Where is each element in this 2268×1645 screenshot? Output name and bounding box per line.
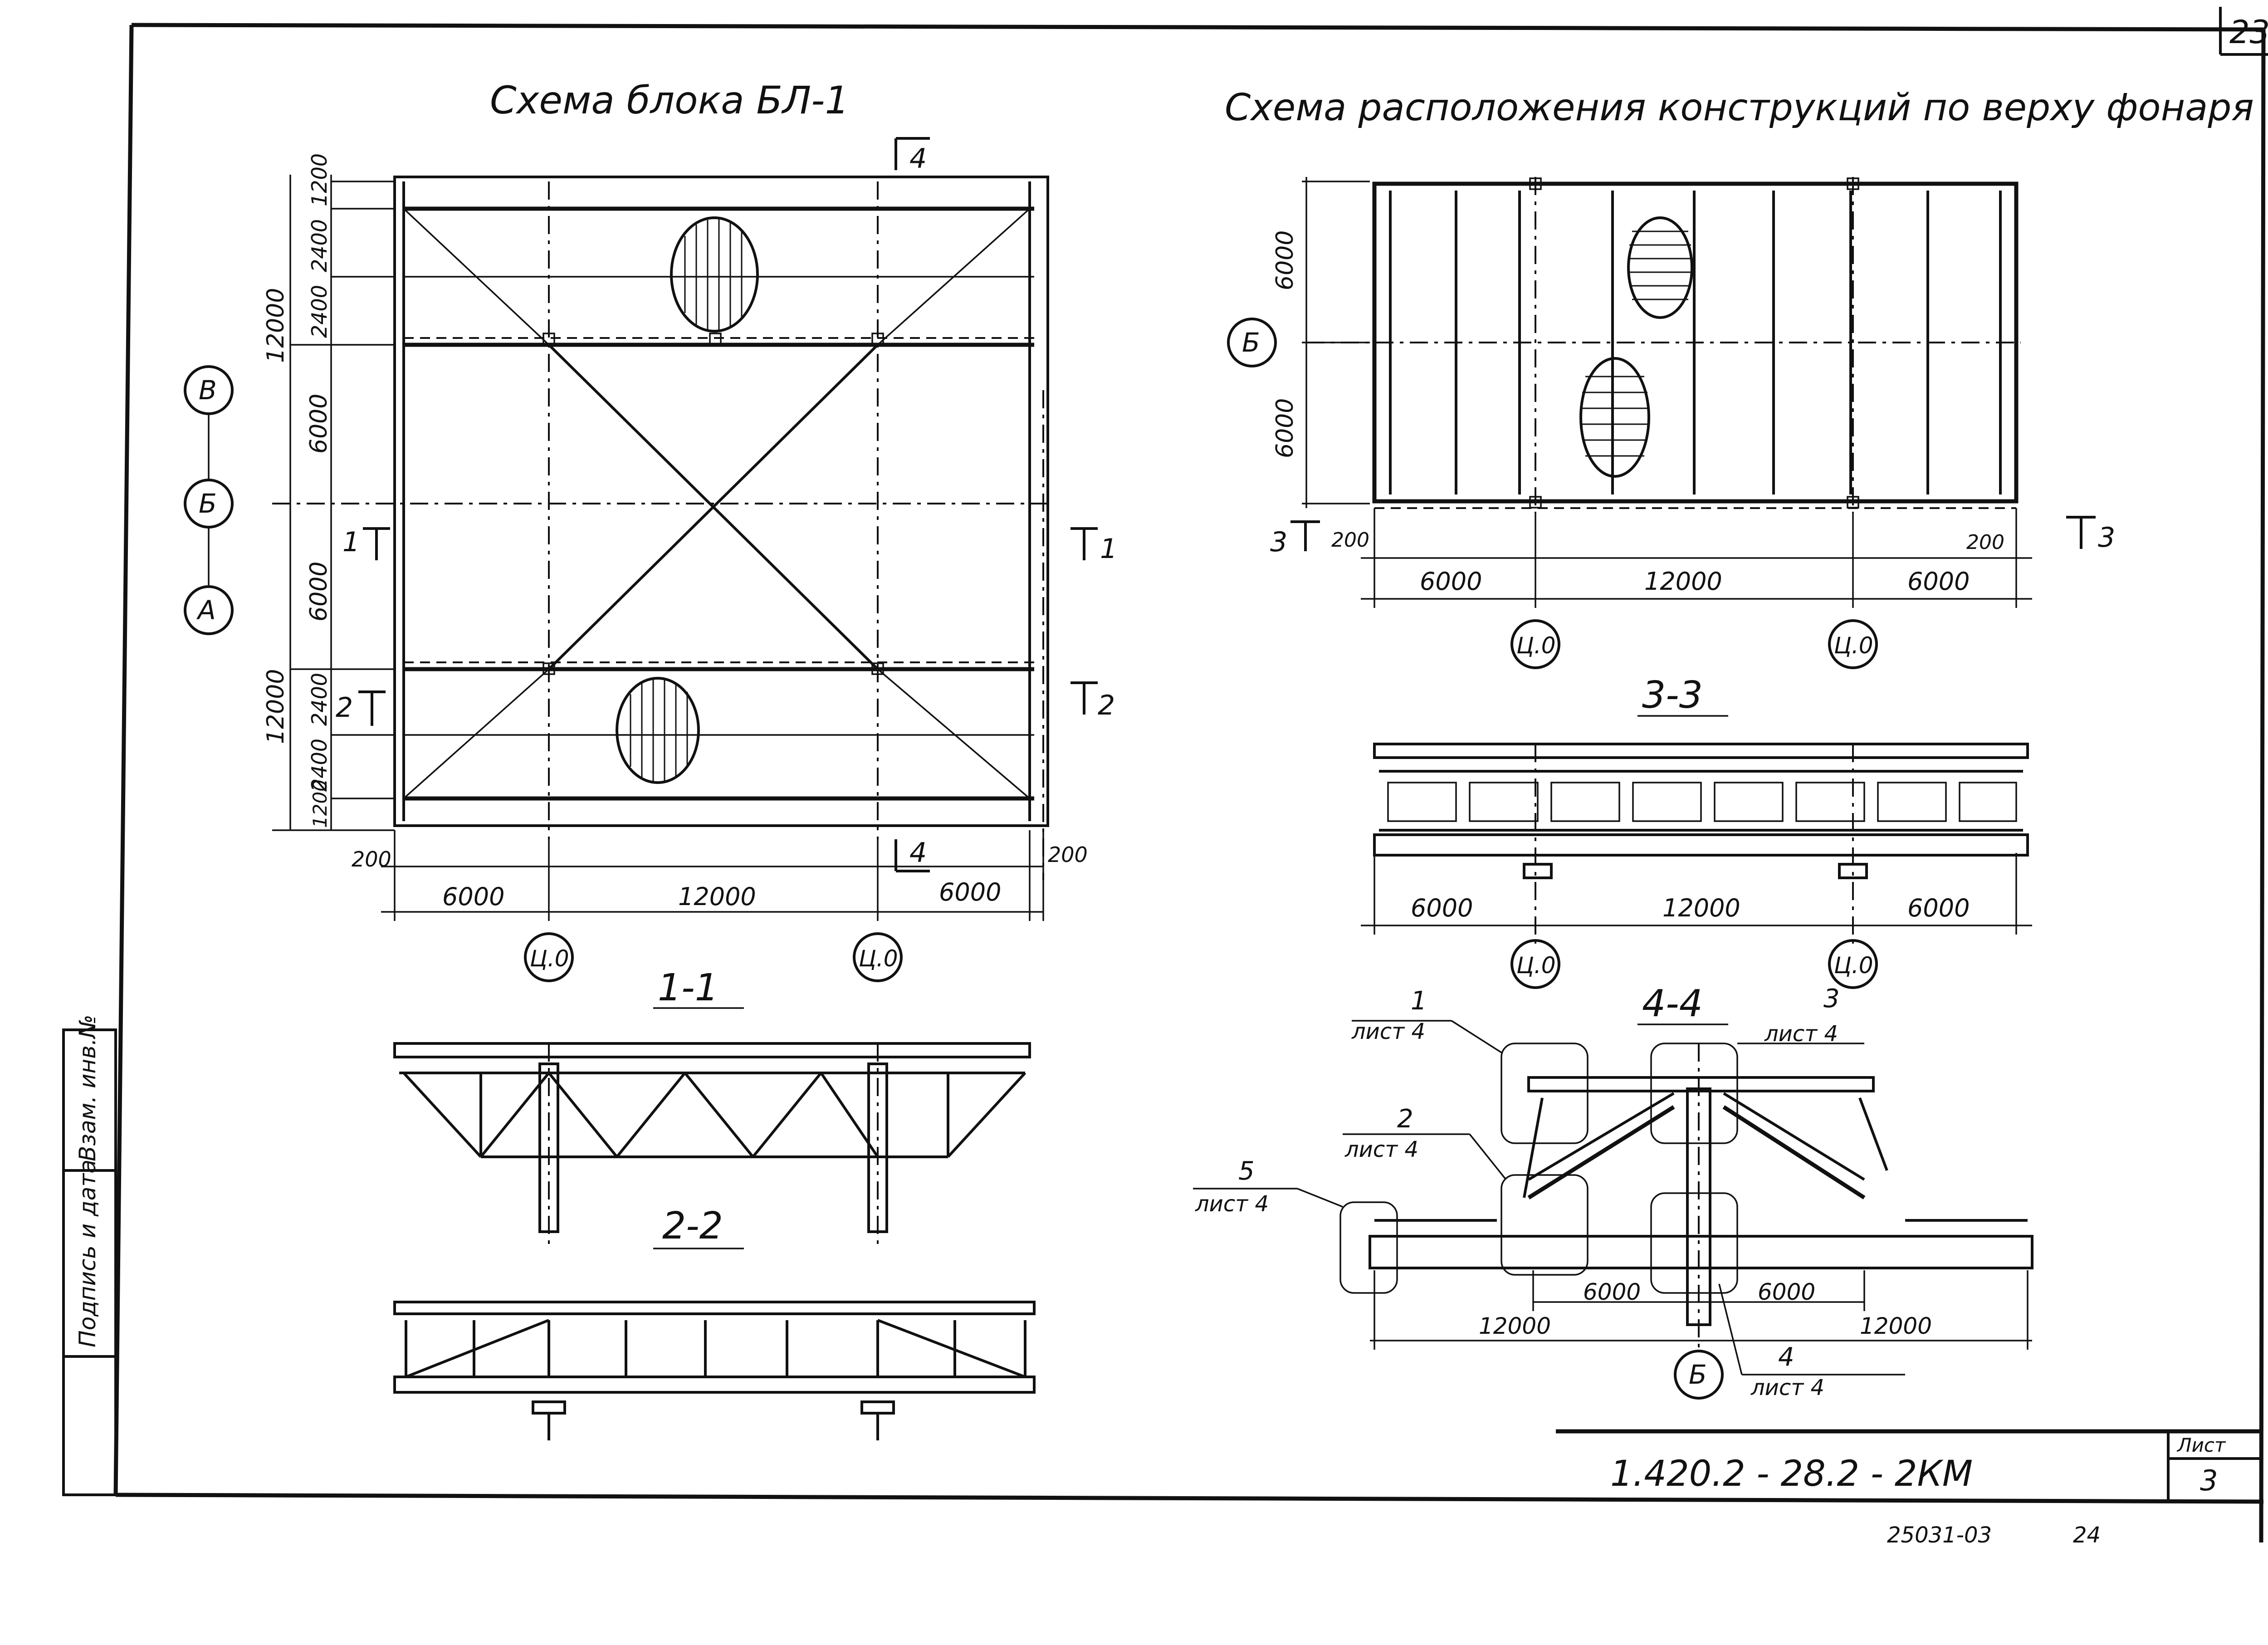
block-scheme-title: Схема блока БЛ-1: [490, 78, 849, 122]
block-axis-b: Б: [199, 488, 217, 519]
block-dim-2400-a: 2400: [307, 219, 332, 272]
block-dim-1200-bottom: 1200: [309, 779, 331, 828]
s44-callout-5-sheet: лист 4: [1195, 1191, 1269, 1217]
roof-column-right: Ц.0: [1834, 632, 1873, 659]
block-axis-v: В: [199, 375, 217, 406]
section-3-3-title: 3-3: [1642, 674, 1703, 717]
block-axis-a: А: [196, 595, 216, 626]
roof-section-mark-3-left: 3: [1270, 526, 1287, 558]
s44-callout-4-num: 4: [1778, 1342, 1794, 1372]
roof-bottom-dim-12000: 12000: [1644, 567, 1722, 596]
section-mark-2-right: 2: [1098, 690, 1115, 721]
s44-callout-1-num: 1: [1411, 986, 1427, 1016]
s44-dim-12000-right: 12000: [1860, 1313, 1932, 1339]
block-bottom-dim-200-right: 200: [1048, 842, 1088, 867]
roof-bottom-dim-200-left: 200: [1331, 529, 1369, 552]
roof-bottom-dim-6000-right: 6000: [1907, 567, 1970, 596]
block-bottom-dim-200-left: 200: [352, 847, 391, 871]
roof-scheme-title: Схема расположения конструкций по верху …: [1225, 86, 2254, 129]
section-4-4: 4-4 1 лист 4 3 лист 4 2 лист 4: [1193, 982, 2033, 1400]
block-dim-2400-c: 2400: [307, 673, 332, 726]
s44-callout-4-sheet: лист 4: [1750, 1375, 1824, 1400]
section-mark-4-top: 4: [909, 143, 927, 175]
roof-axis-b: Б: [1242, 327, 1260, 358]
footer-number: 25031-03: [1887, 1523, 1992, 1548]
title-block: 1.420.2 - 28.2 - 2КМ Лист 3 25031-03 24: [1556, 1429, 2261, 1548]
roof-left-dim-6000-bottom: 6000: [1271, 398, 1299, 458]
s44-callout-2-num: 2: [1397, 1104, 1413, 1134]
list-number: 3: [2200, 1464, 2218, 1497]
section-1-1-title: 1-1: [658, 966, 719, 1009]
s44-callout-3-num: 3: [1823, 984, 1840, 1013]
block-bottom-dim-6000-right: 6000: [939, 878, 1001, 906]
roof-left-dim-6000-top: 6000: [1271, 230, 1299, 290]
s44-callout-1-sheet: лист 4: [1351, 1019, 1425, 1044]
block-dim-12000-top: 12000: [262, 288, 289, 363]
s33-dim-6000-right: 6000: [1907, 894, 1970, 922]
roof-section-mark-3-right: 3: [2098, 522, 2115, 553]
s44-dim-12000-left: 12000: [1479, 1313, 1551, 1339]
block-dim-2400-b: 2400: [307, 285, 332, 338]
sheet-code: 1.420.2 - 28.2 - 2КМ: [1610, 1454, 1973, 1494]
block-bottom-dim-12000: 12000: [678, 882, 756, 911]
section-4-4-title: 4-4: [1642, 982, 1703, 1025]
s33-dim-6000-left: 6000: [1411, 894, 1473, 922]
list-label: Лист: [2176, 1434, 2226, 1456]
block-dim-1200-top: 1200: [307, 153, 332, 206]
sheet-frame: 23 Взам. инв.№ Подпись и дата: [62, 7, 2268, 1543]
section-2-2-title: 2-2: [662, 1204, 723, 1248]
block-scheme: Схема блока БЛ-1: [184, 78, 1117, 982]
sheet-corner-number: 23: [2229, 14, 2268, 51]
s33-column-left: Ц.0: [1516, 952, 1556, 979]
block-dim-6000-a: 6000: [305, 394, 332, 454]
roof-scheme: Схема расположения конструкций по верху …: [1225, 86, 2254, 669]
s33-column-right: Ц.0: [1834, 952, 1873, 979]
section-mark-4-bottom: 4: [909, 837, 927, 869]
section-3-3: 3-3 6000 12000 6000 Ц.0 Ц.0: [1361, 674, 2032, 989]
section-1-1: 1-1: [393, 966, 1031, 1248]
block-dim-6000-b: 6000: [305, 562, 332, 622]
section-2-2: 2-2: [393, 1204, 1036, 1440]
stamp-replace-inv: Взам. инв.№: [74, 1014, 101, 1161]
roof-bottom-dim-6000-left: 6000: [1420, 567, 1482, 596]
roof-column-left: Ц.0: [1516, 632, 1556, 659]
s44-callout-3-sheet: лист 4: [1764, 1021, 1838, 1047]
section-mark-1-right: 1: [1100, 533, 1117, 565]
stamp-signature-date: Подпись и дата: [74, 1160, 101, 1347]
block-bottom-dim-6000-left: 6000: [442, 882, 504, 911]
block-dim-12000-bottom: 12000: [262, 669, 289, 744]
block-column-left: Ц.0: [530, 945, 569, 972]
s44-axis-b: Б: [1689, 1359, 1707, 1390]
s44-dim-6000-left: 6000: [1583, 1279, 1641, 1305]
s33-dim-12000: 12000: [1662, 894, 1740, 922]
block-column-right: Ц.0: [859, 945, 898, 972]
roof-bottom-dim-200-right: 200: [1966, 531, 2004, 554]
s44-callout-2-sheet: лист 4: [1344, 1137, 1418, 1162]
section-mark-1-left: 1: [342, 526, 360, 558]
s44-dim-6000-right: 6000: [1758, 1279, 1815, 1305]
footer-page: 24: [2073, 1523, 2101, 1548]
section-mark-2-left: 2: [336, 692, 353, 724]
s44-callout-5-num: 5: [1238, 1156, 1255, 1186]
block-dim-2400-d: 2400: [307, 739, 332, 792]
